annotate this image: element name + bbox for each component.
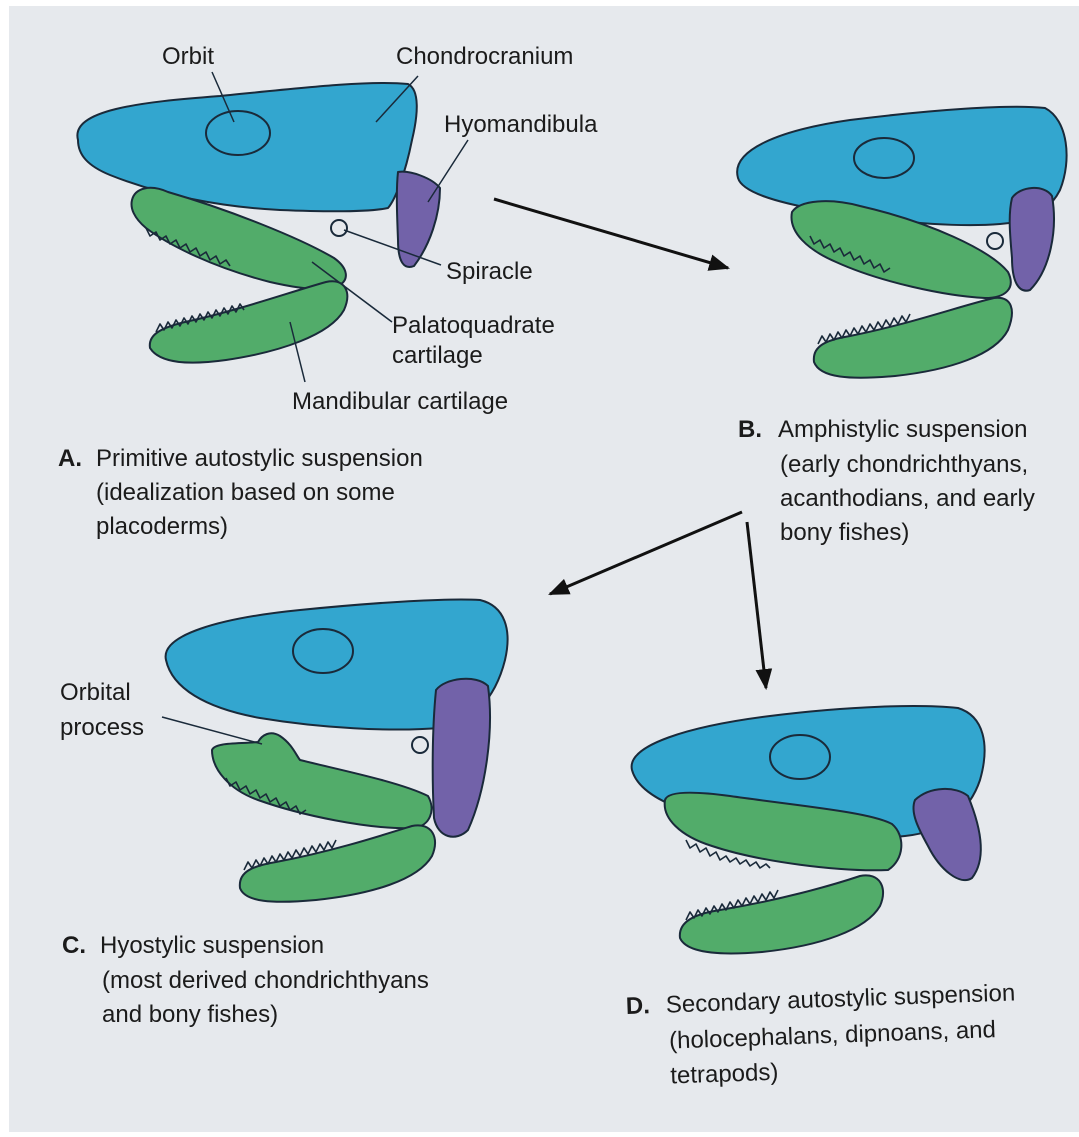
palatoquadrate-label-line-1: Palatoquadrate bbox=[392, 312, 555, 339]
orbit-label: Orbit bbox=[162, 43, 214, 70]
panel-a-line-1: (idealization based on some bbox=[96, 479, 395, 506]
panel-a-line-2: placoderms) bbox=[96, 513, 228, 540]
mandibular-label: Mandibular cartilage bbox=[292, 388, 508, 415]
panel-a-letter: A. bbox=[58, 445, 82, 472]
panel-b-line-1: (early chondrichthyans, bbox=[780, 451, 1028, 478]
spiracle-label: Spiracle bbox=[446, 258, 533, 285]
panel-c-line-1: (most derived chondrichthyans bbox=[102, 967, 429, 994]
panel-a-title: Primitive autostylic suspension bbox=[96, 445, 423, 472]
panel-b-title: Amphistylic suspension bbox=[778, 416, 1027, 443]
palatoquadrate-label-line-2: cartilage bbox=[392, 342, 483, 369]
panel-b-line-2: acanthodians, and early bbox=[780, 485, 1035, 512]
hyomandibula-label: Hyomandibula bbox=[444, 111, 598, 138]
panel-c-title: Hyostylic suspension bbox=[100, 932, 324, 959]
panel-b-letter: B. bbox=[738, 416, 762, 443]
orbital-process-label-line-2: process bbox=[60, 714, 144, 741]
chondrocranium-label: Chondrocranium bbox=[396, 43, 573, 70]
orbital-process-label-line-1: Orbital bbox=[60, 679, 131, 706]
panel-d-letter: D. bbox=[625, 992, 650, 1020]
panel-d-line-2: tetrapods) bbox=[670, 1059, 779, 1090]
panel-b-line-3: bony fishes) bbox=[780, 519, 909, 546]
panel-c-letter: C. bbox=[62, 932, 86, 959]
panel-c-line-2: and bony fishes) bbox=[102, 1001, 278, 1028]
